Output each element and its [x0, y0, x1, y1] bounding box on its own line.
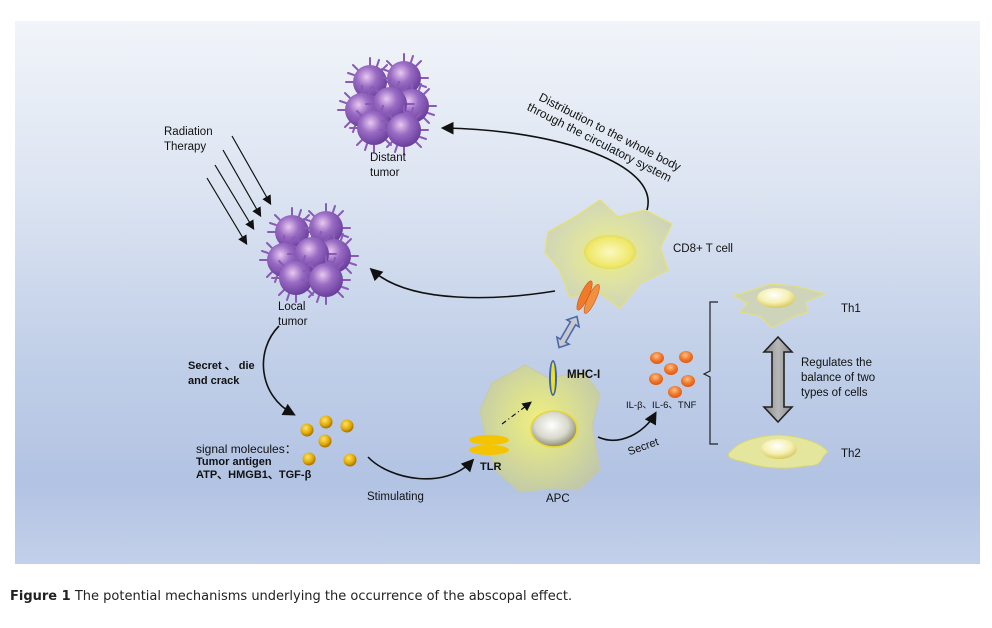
- distant-tumor-icon: [337, 53, 437, 155]
- mhc-i-receptor-icon: [549, 360, 557, 396]
- radiation-label-line1: Radiation: [164, 126, 213, 138]
- regulates-line2: balance of two: [801, 372, 876, 384]
- signal-label-line2: Tumor antigen: [196, 456, 272, 468]
- th1-cell-icon: [731, 283, 827, 329]
- local-tumor-icon: [259, 203, 359, 305]
- tlr-receptor-icon: [469, 435, 509, 455]
- bracket: [702, 301, 718, 445]
- regulates-line1: Regulates the: [801, 357, 872, 369]
- apc-label: APC: [546, 493, 570, 505]
- cd8-t-cell-label: CD8+ T cell: [673, 243, 733, 255]
- cytokines-icon: [649, 351, 695, 398]
- signal-label-line1: signal molecules：: [196, 442, 297, 456]
- distant-label-line2: tumor: [370, 167, 400, 179]
- distant-tumor-label: Distant tumor: [370, 151, 406, 181]
- th1-label: Th1: [841, 303, 861, 315]
- figure-caption: Figure 1 The potential mechanisms underl…: [10, 589, 572, 604]
- tlr-label: TLR: [480, 461, 502, 473]
- radiation-label-line2: Therapy: [164, 141, 207, 153]
- figure-caption-text: The potential mechanisms underlying the …: [74, 589, 573, 604]
- secret-die-label: Secret 、 die and crack: [188, 359, 255, 389]
- secret-die-line2: and crack: [188, 375, 240, 387]
- radiation-therapy-label: Radiation Therapy: [164, 125, 213, 155]
- arrow-secret: [597, 411, 657, 442]
- cytokines-label: IL-β、IL-6、TNF: [626, 400, 697, 411]
- local-label-line2: tumor: [278, 316, 308, 328]
- interaction-double-arrow-icon: [555, 315, 581, 349]
- arrow-stimulating: [367, 456, 475, 480]
- local-tumor-label: Local tumor: [278, 300, 307, 330]
- secret-die-line1: Secret 、 die: [188, 360, 255, 372]
- arrow-to-local-tumor: [369, 267, 556, 299]
- apc-cell-icon: [479, 364, 601, 493]
- signal-molecules-icon: [300, 415, 357, 467]
- figure-caption-label: Figure 1: [10, 589, 71, 604]
- local-label-line1: Local: [278, 301, 306, 313]
- th2-cell-icon: [727, 434, 829, 469]
- stimulating-label: Stimulating: [367, 491, 424, 503]
- regulates-label: Regulates the balance of two types of ce…: [801, 356, 875, 401]
- distant-label-line1: Distant: [370, 152, 406, 164]
- regulation-double-arrow-icon: [762, 335, 794, 424]
- arrow-to-distant-tumor: [440, 121, 649, 211]
- arrow-to-signal-molecules: [262, 325, 296, 416]
- th2-label: Th2: [841, 448, 861, 460]
- cd8-t-cell-icon: [544, 199, 674, 314]
- regulates-line3: types of cells: [801, 387, 868, 399]
- radiation-arrows-icon: [206, 135, 272, 246]
- signal-label-line3: ATP、HMGB1、TGF-β: [196, 469, 312, 481]
- mhc-i-label: MHC-I: [567, 369, 601, 381]
- signal-molecules-label: signal molecules： Tumor antigen ATP、HMGB…: [196, 443, 311, 482]
